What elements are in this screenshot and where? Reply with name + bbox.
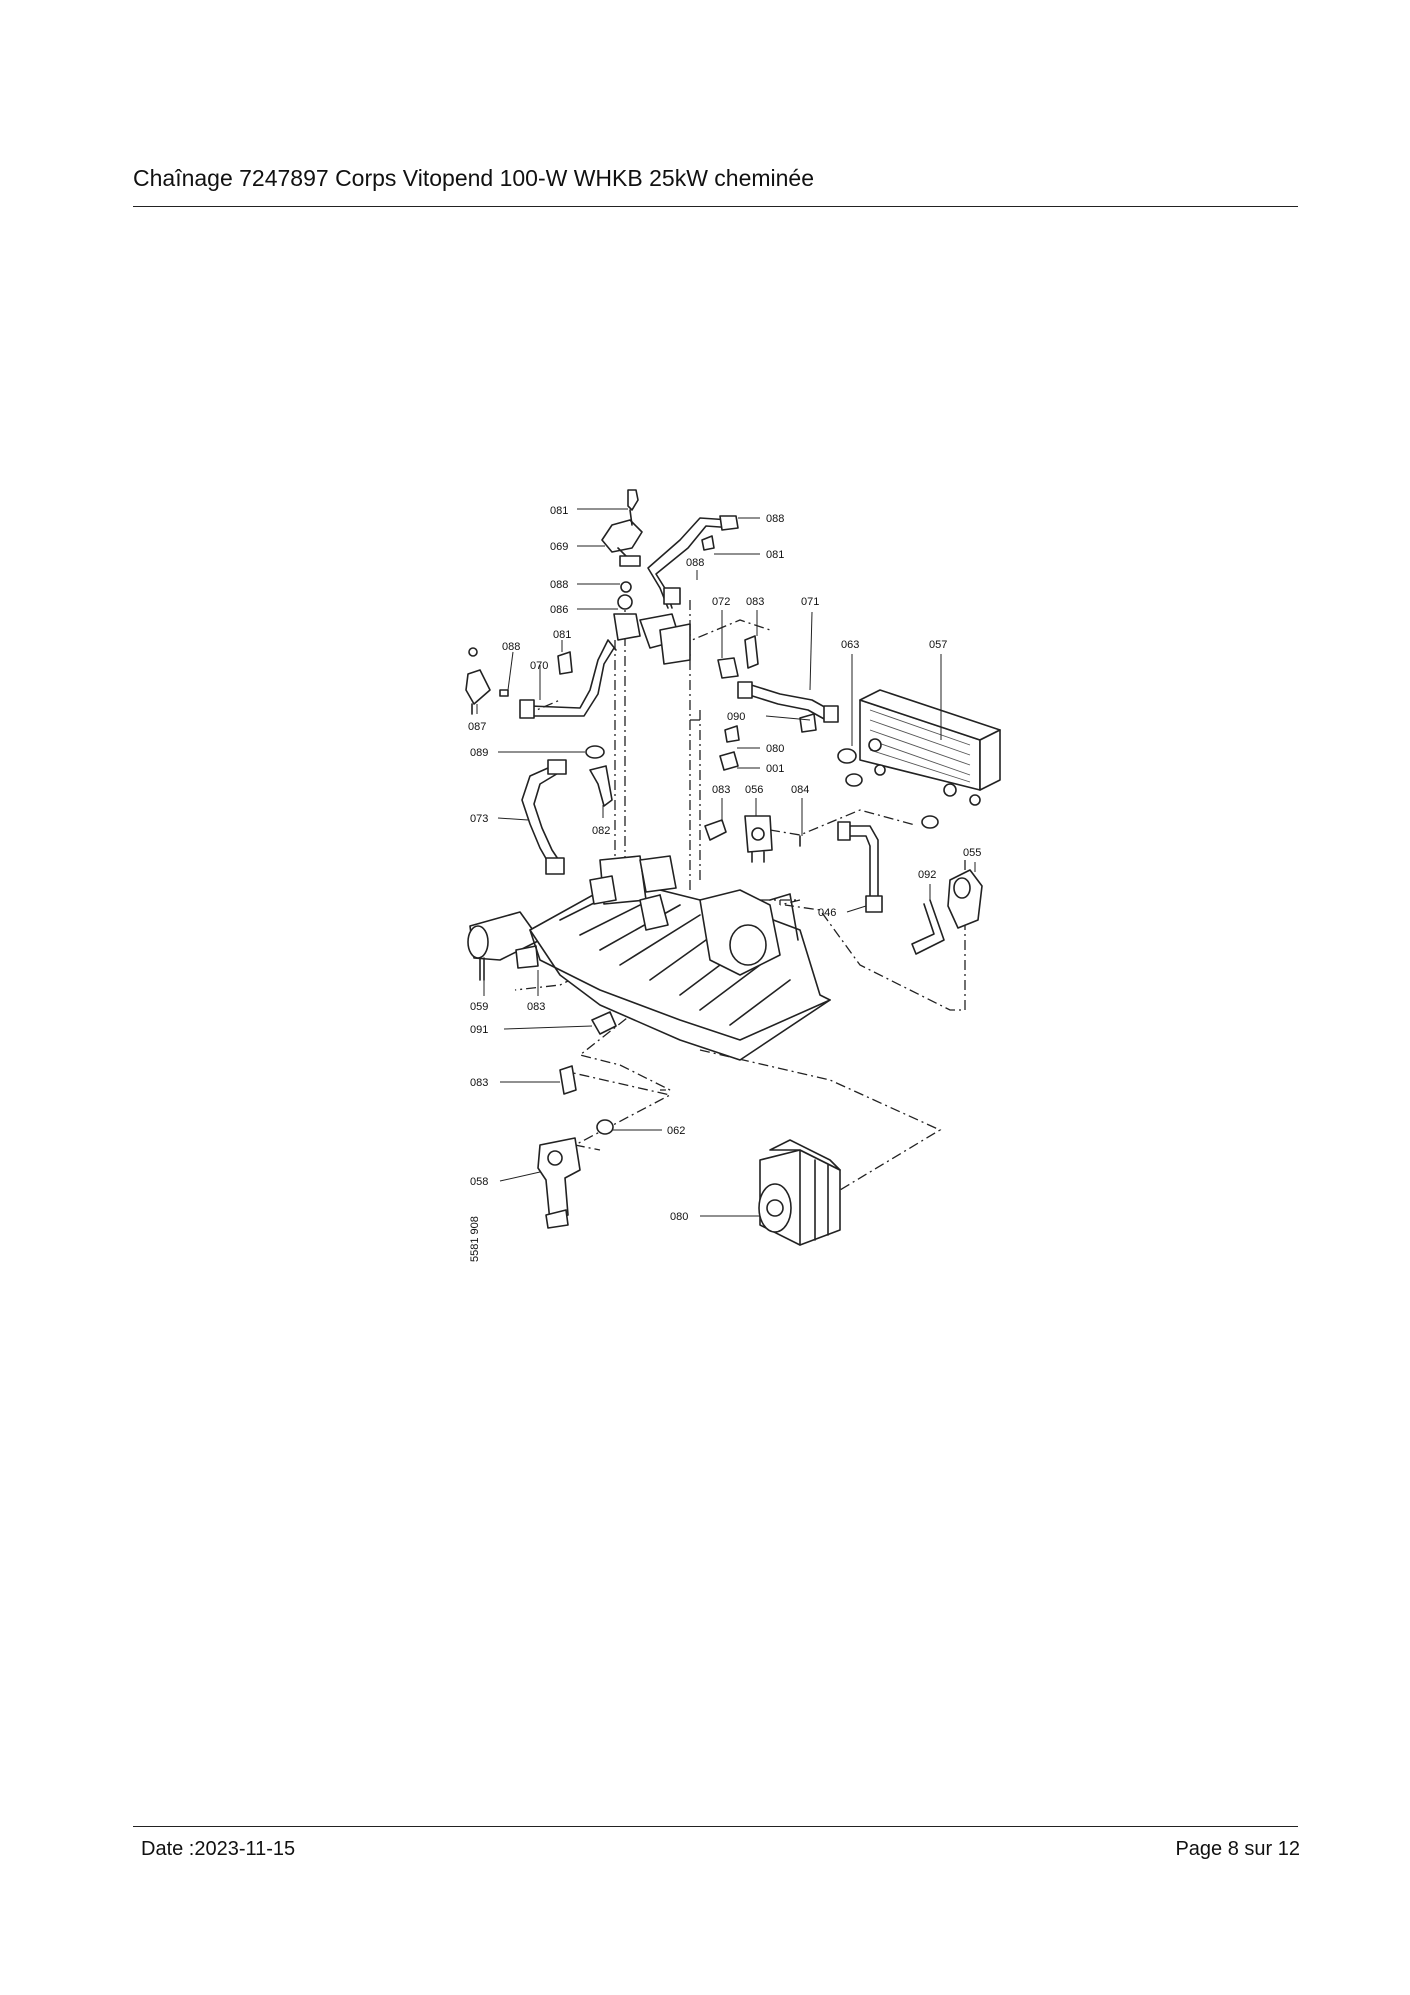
label-088: 088	[686, 557, 704, 569]
part-070-pipe	[519, 639, 617, 719]
label-062: 062	[667, 1125, 685, 1137]
part-001-screw	[719, 751, 739, 771]
label-087: 087	[468, 721, 486, 733]
part-088-upper-ring	[620, 581, 632, 593]
label-056: 056	[745, 784, 763, 796]
label-083: 083	[527, 1001, 545, 1013]
part-063-seal	[837, 748, 863, 787]
label-072: 072	[712, 596, 730, 608]
part-089-ring	[585, 745, 605, 759]
label-081: 081	[766, 549, 784, 561]
part-081-clip-right	[701, 535, 715, 551]
part-upper-right-pipe	[647, 515, 739, 609]
label-086: 086	[550, 604, 568, 616]
part-092-spring-clip	[911, 899, 945, 955]
part-058-valve	[537, 1137, 581, 1229]
label-083: 083	[746, 596, 764, 608]
part-059-motor	[467, 911, 541, 981]
label-088: 088	[766, 513, 784, 525]
label-058: 058	[470, 1176, 488, 1188]
label-069: 069	[550, 541, 568, 553]
part-072-nut	[717, 657, 739, 679]
label-083: 083	[712, 784, 730, 796]
label-081: 081	[550, 505, 568, 517]
part-090-clip	[799, 713, 817, 733]
label-082: 082	[592, 825, 610, 837]
label-088: 088	[550, 579, 568, 591]
label-059: 059	[470, 1001, 488, 1013]
label-083: 083	[470, 1077, 488, 1089]
part-069-tube	[601, 519, 643, 567]
label-081: 081	[553, 629, 571, 641]
part-062-nut	[596, 1119, 614, 1135]
label-046: 046	[818, 907, 836, 919]
label-055: 055	[963, 847, 981, 859]
label-092: 092	[918, 869, 936, 881]
part-086-connector	[613, 594, 691, 665]
part-081-clip-left	[557, 651, 573, 675]
part-080-small-clip	[724, 725, 740, 743]
part-083-clip-left	[515, 945, 539, 969]
label-080: 080	[766, 743, 784, 755]
label-063: 063	[841, 639, 859, 651]
leader-lines	[476, 508, 976, 1217]
part-046-pipe	[837, 821, 883, 913]
footer-page-number: Page 8 sur 12	[1175, 1838, 1300, 1860]
footer-date: Date :2023-11-15	[141, 1838, 296, 1860]
part-hydraulic-block	[529, 855, 831, 1061]
page-header-title: Chaînage 7247897 Corps Vitopend 100-W WH…	[133, 165, 815, 191]
header-divider	[133, 206, 1298, 207]
label-073: 073	[470, 813, 488, 825]
footer-divider	[133, 1826, 1298, 1827]
part-057-heat-exchanger	[859, 689, 1001, 806]
part-082-clip	[589, 765, 613, 807]
label-071: 071	[801, 596, 819, 608]
part-087-sensor	[465, 647, 509, 715]
label-090: 090	[727, 711, 745, 723]
part-055-filter	[947, 869, 983, 929]
label-080: 080	[670, 1211, 688, 1223]
part-071-pipe	[737, 681, 839, 723]
part-080-pump-motor	[758, 1139, 841, 1246]
label-001: 001	[766, 763, 784, 775]
part-091-clip	[591, 1011, 617, 1035]
part-083-clip-upper	[744, 635, 759, 669]
label-057: 057	[929, 639, 947, 651]
label-089: 089	[470, 747, 488, 759]
part-081-top-clip	[627, 489, 639, 526]
drawing-number: 5581 908	[469, 1216, 481, 1262]
label-088: 088	[502, 641, 520, 653]
part-056-valve	[744, 815, 773, 863]
part-073-pipe	[521, 759, 567, 875]
label-084: 084	[791, 784, 809, 796]
part-083-clip-lower	[559, 1065, 577, 1095]
part-083-clip-middle	[704, 819, 727, 841]
label-091: 091	[470, 1024, 488, 1036]
part-062-washer	[921, 815, 939, 829]
part-labels: 081 069 088 086 081 070 088 087 089 073 …	[468, 505, 981, 1262]
label-070: 070	[530, 660, 548, 672]
